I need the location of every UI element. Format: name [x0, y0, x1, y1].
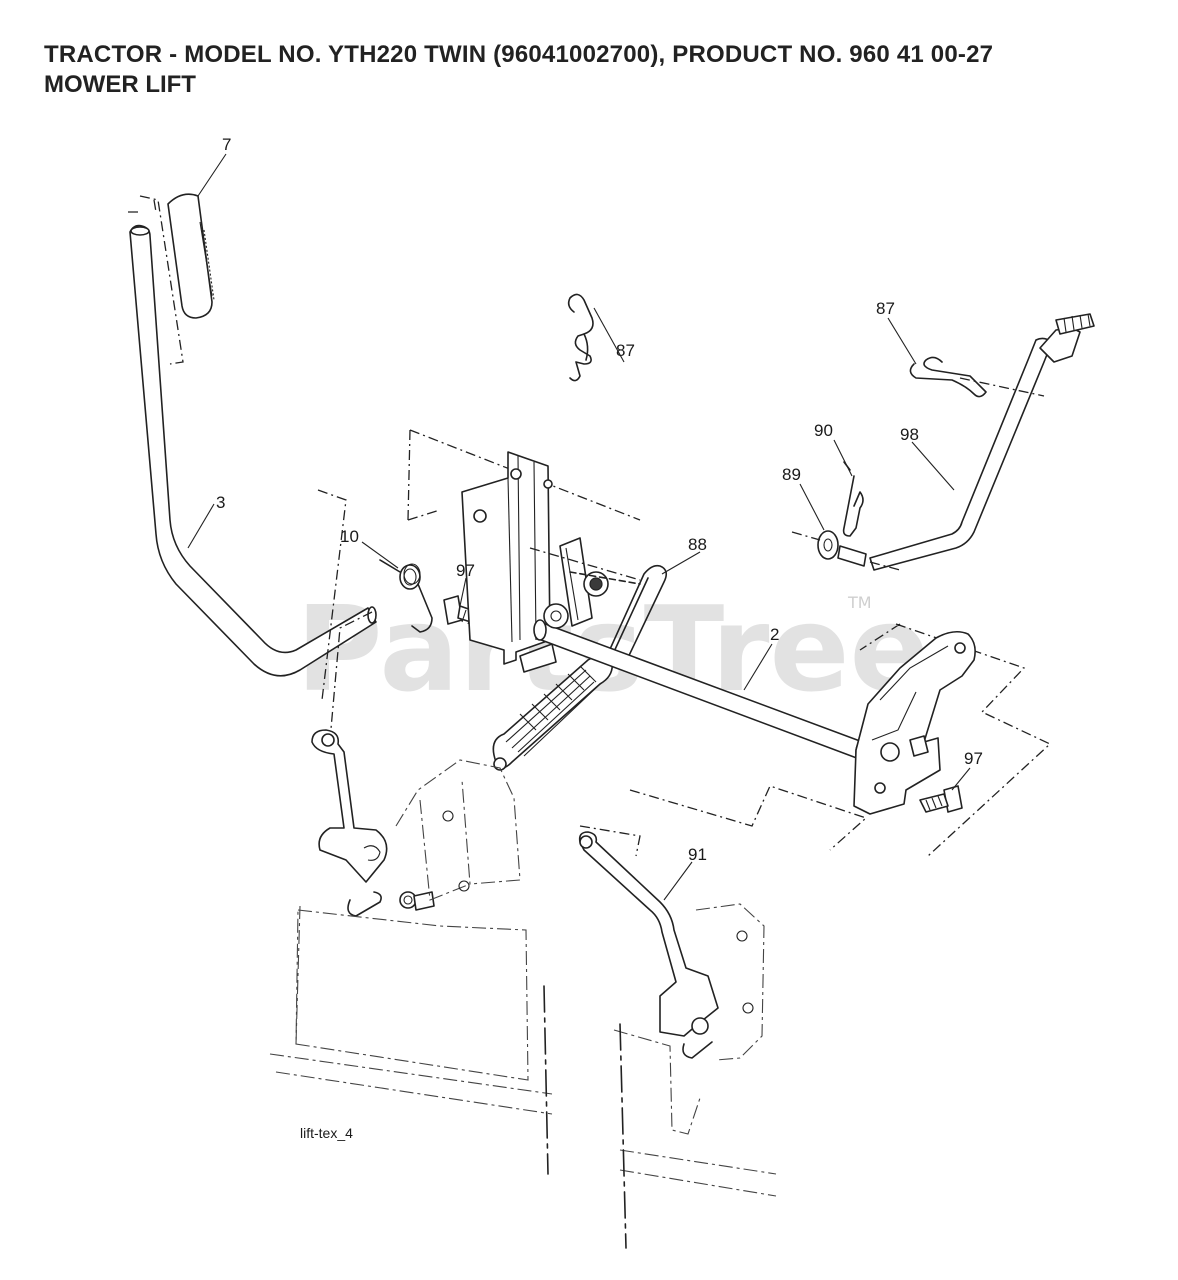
callout-90: 90: [814, 421, 833, 440]
bolt-97-right: [919, 785, 963, 813]
spring-link-88: [569, 564, 668, 667]
page-header: TRACTOR - MODEL NO. YTH220 TWIN (9604100…: [44, 40, 1154, 100]
lower-right-frame: [578, 831, 777, 1249]
callout-97-right: 97: [964, 749, 983, 768]
callout-88: 88: [688, 535, 707, 554]
callout-3: 3: [216, 493, 225, 512]
spring-10: [379, 559, 433, 633]
drawing-reference: lift-tex_4: [300, 1125, 353, 1141]
washer-89: [791, 530, 901, 571]
callout-leaders: [187, 153, 971, 901]
callout-97-left: 97: [456, 561, 475, 580]
section-title: MOWER LIFT: [44, 71, 196, 98]
mount-bracket: [461, 451, 641, 673]
callout-91: 91: [688, 845, 707, 864]
hair-pin-87-center: [567, 293, 594, 382]
callout-10: 10: [340, 527, 359, 546]
lift-lever: [129, 224, 377, 677]
page-title: TRACTOR - MODEL NO. YTH220 TWIN (9604100…: [44, 41, 994, 68]
lift-lever-assembly: [128, 193, 377, 741]
callout-87-right: 87: [876, 299, 895, 318]
callout-2: 2: [770, 625, 779, 644]
lift-arm-right: [853, 630, 976, 815]
lower-left-frame: [269, 729, 553, 1175]
callout-7: 7: [222, 135, 231, 154]
watermark-tm: TM: [847, 593, 872, 612]
hair-pin-87-right: [909, 356, 987, 398]
callout-89: 89: [782, 465, 801, 484]
callout-87-center: 87: [616, 341, 635, 360]
pin-90: [842, 461, 864, 537]
callout-98: 98: [900, 425, 919, 444]
